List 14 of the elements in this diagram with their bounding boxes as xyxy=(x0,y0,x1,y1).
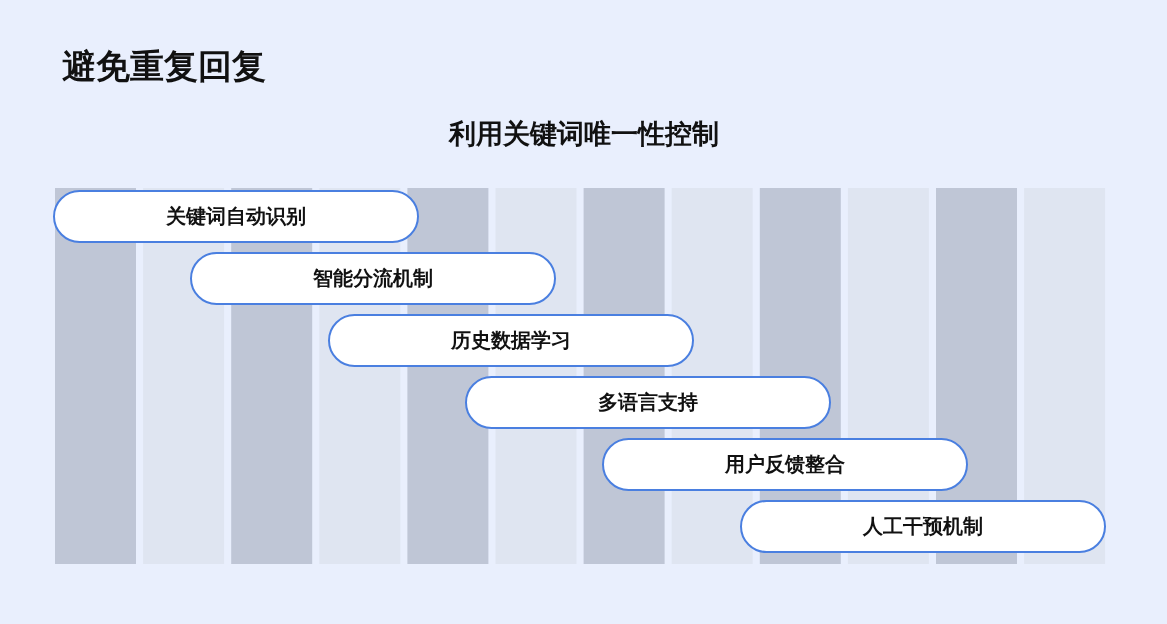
step-label: 智能分流机制 xyxy=(313,265,433,292)
subtitle: 利用关键词唯一性控制 xyxy=(448,117,719,151)
step-label: 关键词自动识别 xyxy=(166,203,306,230)
step-label: 历史数据学习 xyxy=(451,327,571,354)
step-pill xyxy=(602,438,968,491)
step-pill xyxy=(465,376,831,429)
step-pill xyxy=(740,500,1106,553)
step-pill xyxy=(190,252,556,305)
step-label: 多语言支持 xyxy=(598,389,698,416)
page-title: 避免重复回复 xyxy=(62,45,266,88)
step-pill xyxy=(328,314,694,367)
step-label: 人工干预机制 xyxy=(863,513,983,540)
step-label: 用户反馈整合 xyxy=(725,451,845,478)
step-pill xyxy=(53,190,419,243)
